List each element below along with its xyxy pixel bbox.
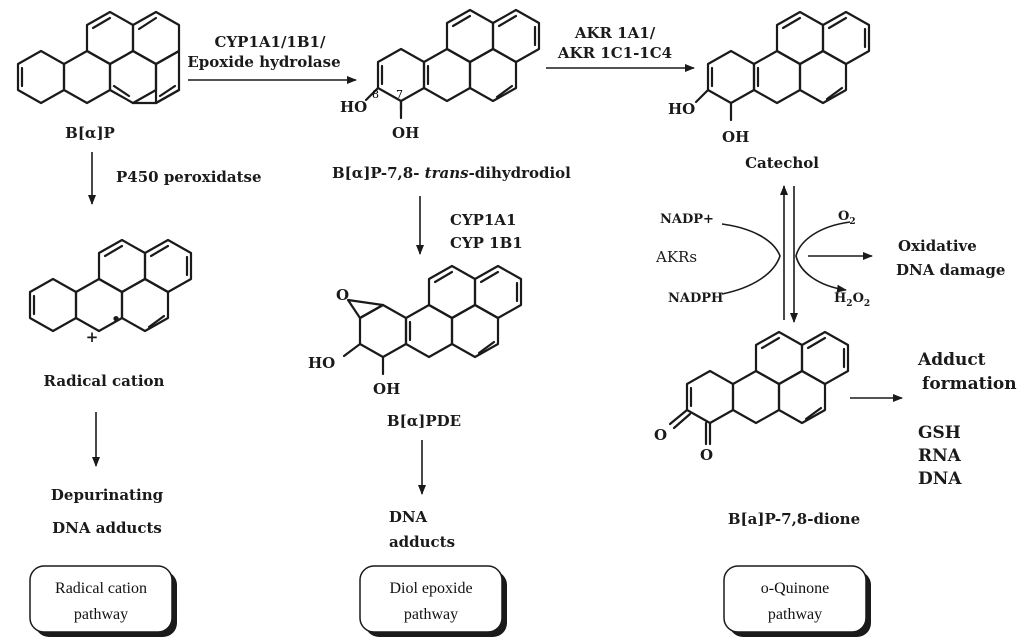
nadp-label: NADP+	[660, 212, 714, 227]
cyp1b1-label: CYP 1B1	[450, 234, 523, 252]
radical-cation-pathway-box: Radical cation pathway	[29, 565, 173, 633]
dna-label-2: DNA	[389, 508, 428, 526]
h2o2-h: H	[834, 291, 846, 306]
dione-structure	[668, 330, 850, 446]
epoxide-hydrolase-label: Epoxide hydrolase	[187, 53, 340, 71]
depurinating-label: Depurinating	[51, 486, 164, 504]
radical-cation-label: Radical cation	[44, 372, 165, 390]
bpde-oh: OH	[373, 380, 400, 398]
dna-damage-label: DNA damage	[896, 261, 1005, 279]
o2-main: O	[838, 209, 849, 224]
dione-o1: O	[654, 426, 667, 444]
radical-dot: •	[111, 310, 121, 328]
o2-curve	[795, 221, 851, 293]
akr1c-label: AKR 1C1-1C4	[557, 44, 672, 62]
diol-oh: OH	[392, 124, 419, 142]
catechol-oh: OH	[722, 128, 749, 146]
bpde-ho: HO	[308, 354, 335, 372]
radical-cation-structure	[28, 238, 193, 333]
radical-box-line1: Radical cation	[55, 580, 147, 597]
o2-label: O2	[838, 209, 856, 227]
formation-label: formation	[922, 374, 1017, 394]
dna-adducts-label-1: DNA adducts	[52, 519, 162, 537]
akrs-label: AKRs	[655, 248, 697, 266]
h2o2-sub2: 2	[864, 299, 870, 309]
gsh-label: GSH	[918, 423, 961, 443]
rna-label: RNA	[918, 446, 962, 466]
diol-structure	[364, 8, 541, 120]
h2o2-sub1: 2	[846, 299, 852, 309]
h2o2-label: H2O2	[834, 291, 870, 309]
radical-box-line2: pathway	[74, 606, 128, 623]
diol-epoxide-pathway-box: Diol epoxide pathway	[359, 565, 503, 633]
diol-box-line1: Diol epoxide	[389, 580, 472, 597]
bap-label: B[α]P	[65, 124, 115, 142]
adducts-label-2: adducts	[389, 533, 455, 551]
bpde-structure	[342, 264, 523, 376]
h2o2-o: O	[853, 291, 864, 306]
diol-label-prefix: B[α]P-7,8-	[332, 164, 425, 182]
catechol-structure	[694, 10, 871, 122]
bpde-epoxide-o: O	[336, 286, 349, 304]
diol-label-suffix: -dihydrodiol	[469, 164, 572, 182]
catechol-label: Catechol	[745, 154, 819, 172]
dna-label-3: DNA	[918, 469, 962, 489]
radical-plus: +	[86, 328, 99, 346]
atom-7: 7	[396, 88, 403, 101]
bpde-label: B[α]PDE	[387, 412, 461, 430]
diol-label-italic: trans	[425, 164, 469, 182]
quinone-box-line1: o-Quinone	[761, 580, 829, 597]
akr1a1-label: AKR 1A1/	[574, 24, 656, 42]
diol-label: B[α]P-7,8- trans-dihydrodiol	[332, 164, 571, 182]
p450-label: P450 peroxidatse	[116, 168, 262, 186]
dione-o2: O	[700, 446, 713, 464]
bap-structure	[16, 10, 181, 105]
diol-ho: HO	[340, 98, 367, 116]
nadph-label: NADPH	[668, 291, 723, 306]
nadp-curve	[721, 223, 781, 295]
cyp1-label: CYP1A1/1B1/	[215, 33, 326, 51]
diol-box-line2: pathway	[404, 606, 458, 623]
o2-sub: 2	[849, 217, 855, 227]
o-quinone-pathway-box: o-Quinone pathway	[723, 565, 867, 633]
dione-label: B[a]P-7,8-dione	[728, 510, 860, 528]
atom-8: 8	[372, 88, 379, 101]
quinone-box-line2: pathway	[768, 606, 822, 623]
adduct-label: Adduct	[917, 350, 986, 370]
catechol-ho: HO	[668, 100, 695, 118]
cyp1a1-label: CYP1A1	[450, 211, 516, 229]
oxidative-label: Oxidative	[898, 237, 977, 255]
